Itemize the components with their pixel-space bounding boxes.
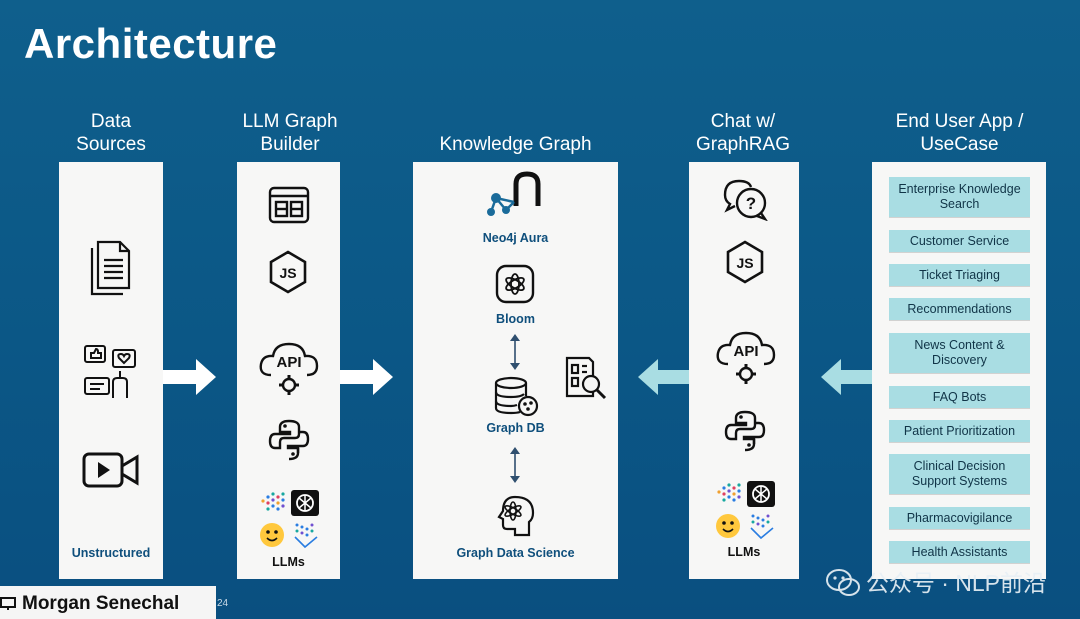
social-feedback-icon (84, 345, 136, 398)
monitor-icon (0, 597, 16, 610)
presenter-name: Morgan Senechal (22, 593, 180, 614)
usecase-label: Discovery (932, 353, 987, 367)
video-camera-icon (82, 452, 139, 488)
nodejs-icon: JS (269, 250, 307, 294)
usecase-label: Search (939, 197, 980, 211)
wechat-logo-icon (825, 569, 860, 596)
slide-fragment-text: 24 (217, 598, 229, 609)
openai-logo-icon-chat (747, 481, 775, 507)
header-llm-graph-builder: LLM Graph Builder (228, 110, 352, 156)
header-data-sources-line1: Data (90, 111, 132, 132)
caption-unstructured: Unstructured (71, 546, 151, 560)
watermark: 公众号 · NLP前沿 (825, 564, 1046, 598)
usecase-customer-service: Customer Service (889, 230, 1030, 252)
usecase-label: Clinical Decision (913, 459, 1006, 473)
header-data-sources-line2: Sources (76, 134, 146, 155)
usecase-label: Patient Prioritization (903, 423, 1016, 438)
neo4j-aura-icon (487, 171, 541, 216)
usecase-health-assistants: Health Assistants (889, 541, 1030, 563)
header-llm-graph-builder-line2: Builder (260, 134, 320, 155)
python-icon-chat (724, 410, 766, 452)
usecase-label: Pharmacovigilance (906, 510, 1013, 525)
double-arrow-icon-2 (510, 447, 520, 483)
usecase-label: Recommendations (907, 301, 1012, 316)
usecase-recommendations: Recommendations (889, 298, 1030, 320)
caption-graph-data-science: Graph Data Science (456, 546, 575, 560)
header-data-sources: Data Sources (58, 110, 164, 156)
api-label: API (276, 354, 301, 371)
nodejs-label: JS (279, 265, 296, 281)
panel-knowledge-graph: Neo4j Aura Bloom Graph DB (413, 162, 618, 579)
watermark-text: 公众号 · NLP前沿 (865, 570, 1046, 596)
api-cloud-icon-chat: API (716, 331, 776, 384)
panel-llm-graph-builder: JS API (237, 162, 340, 579)
chat-question-mark: ? (746, 194, 756, 213)
web-layout-icon (268, 186, 310, 224)
caption-llms-chat: LLMs (727, 545, 761, 559)
usecase-label: Enterprise Knowledge (898, 182, 1021, 196)
api-label-chat: API (733, 343, 758, 360)
nodejs-label-chat: JS (736, 255, 753, 271)
caption-bloom: Bloom (496, 312, 535, 326)
header-chat-graphrag-line1: Chat w/ (710, 111, 776, 132)
data-search-icon (565, 356, 607, 400)
hugging-face-icon (260, 523, 284, 547)
usecase-ticket-triaging: Ticket Triaging (889, 264, 1030, 286)
llm-logos-icon-chat (716, 481, 775, 540)
header-knowledge-graph: Knowledge Graph (439, 134, 592, 155)
python-icon (268, 419, 310, 461)
openai-logo-icon (291, 490, 319, 516)
usecase-news-content-discovery: News Content &Discovery (889, 333, 1030, 373)
usecase-label: Health Assistants (911, 544, 1008, 559)
header-end-user-app-line1: End User App / (895, 111, 1024, 132)
header-chat-graphrag: Chat w/ GraphRAG (684, 110, 802, 156)
api-cloud-icon: API (259, 342, 319, 395)
caption-llms-builder: LLMs (272, 555, 305, 569)
documents-icon (90, 240, 131, 296)
meta-llama-dots-icon (294, 523, 318, 549)
usecase-label: Customer Service (909, 233, 1010, 248)
presenter-name-bar: Morgan Senechal (0, 586, 216, 619)
nodejs-icon-chat: JS (726, 240, 764, 284)
double-arrow-icon-1 (510, 334, 520, 370)
header-chat-graphrag-line2: GraphRAG (696, 134, 790, 155)
usecase-pharmacovigilance: Pharmacovigilance (889, 507, 1030, 529)
hugging-face-icon-chat (716, 514, 740, 538)
arrow-right-2 (340, 359, 393, 395)
chat-question-icon: ? (723, 179, 768, 221)
arrow-left-1 (638, 359, 691, 395)
usecase-label: Support Systems (911, 474, 1008, 488)
arrow-left-2 (821, 359, 874, 395)
panel-data-sources: Unstructured (59, 162, 163, 579)
caption-graph-db: Graph DB (486, 421, 545, 435)
gemini-dots-icon (261, 492, 285, 511)
bloom-icon (495, 264, 535, 304)
usecase-faq-bots: FAQ Bots (889, 386, 1030, 408)
arrow-right-1 (163, 359, 216, 395)
llm-logos-icon (260, 490, 319, 549)
header-end-user-app-line2: UseCase (920, 134, 999, 155)
data-science-head-icon (497, 495, 535, 537)
graph-db-icon (494, 376, 539, 417)
gemini-dots-icon-chat (717, 483, 741, 502)
usecase-label: News Content & (914, 338, 1005, 352)
header-llm-graph-builder-line1: LLM Graph (242, 111, 338, 132)
usecase-label: Ticket Triaging (919, 267, 1000, 282)
page-title: Architecture (24, 20, 278, 67)
header-end-user-app: End User App / UseCase (872, 110, 1047, 156)
usecase-label: FAQ Bots (932, 389, 987, 404)
meta-llama-dots-icon-chat (750, 514, 774, 540)
panel-chat-graphrag: ? JS API (689, 162, 799, 579)
usecase-patient-prioritization: Patient Prioritization (889, 420, 1030, 442)
caption-neo4j-aura: Neo4j Aura (482, 231, 549, 245)
